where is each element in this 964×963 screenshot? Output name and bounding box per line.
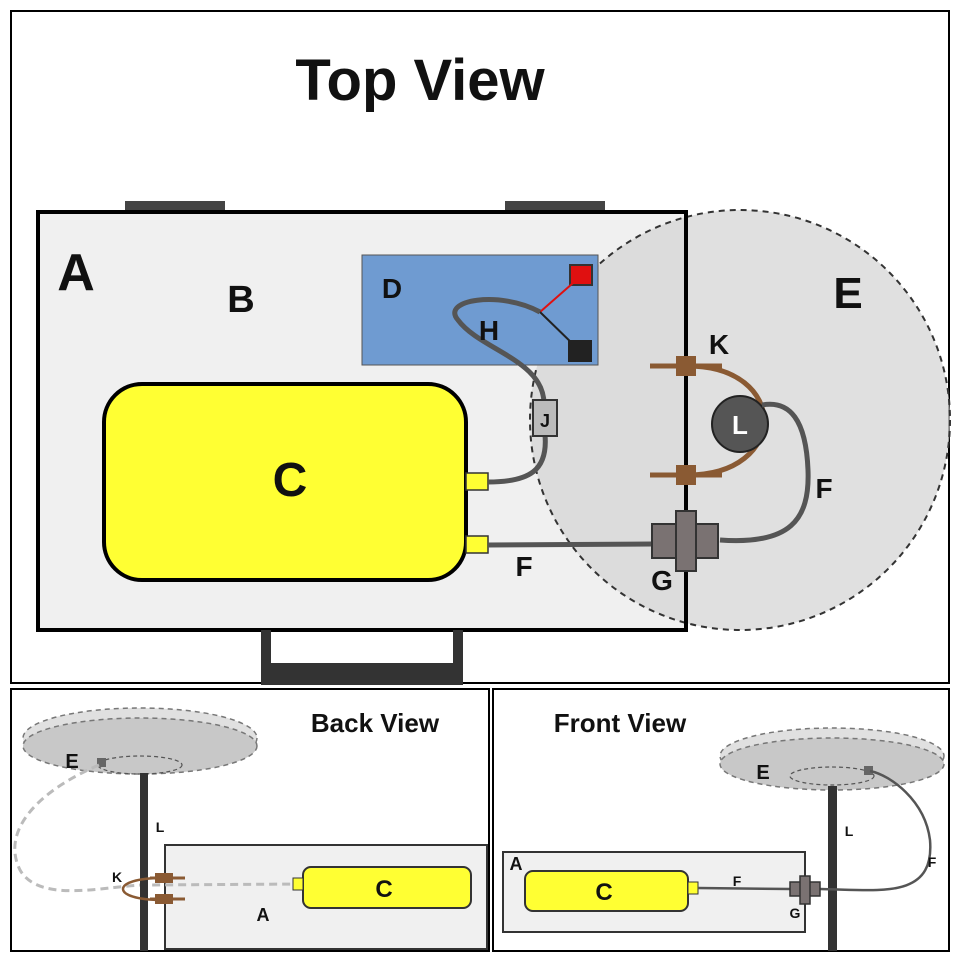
- label-b: B: [227, 279, 254, 321]
- front-fitting-g-flange: [799, 875, 811, 905]
- hose-j-to-c: [487, 434, 548, 485]
- label-d: D: [382, 273, 402, 304]
- label-l: L: [732, 410, 748, 440]
- back-e-disc: [22, 717, 258, 775]
- label-a: A: [57, 244, 95, 302]
- front-pole-l: [828, 786, 837, 951]
- top-view-panel: Top View: [10, 10, 951, 685]
- panel-d: [361, 254, 599, 366]
- front-label-f-left: F: [733, 873, 742, 889]
- front-label-e: E: [756, 762, 769, 784]
- back-k-loop: [121, 876, 163, 902]
- port-upper: [465, 472, 489, 491]
- back-e-fitting: [97, 758, 106, 767]
- back-view-title: Back View: [311, 708, 440, 738]
- case-foot-left: [125, 201, 225, 211]
- case-foot-right: [505, 201, 605, 211]
- front-tank-port: [687, 881, 699, 895]
- label-j: J: [540, 411, 550, 431]
- front-label-f-right: F: [928, 854, 937, 870]
- back-tank-port: [292, 877, 304, 891]
- front-view-panel: Front View A C E L F F G: [492, 688, 950, 952]
- red-wire: [539, 275, 582, 313]
- case-handle-bar: [262, 663, 462, 677]
- fitting-g-flange: [675, 510, 697, 572]
- back-label-c: C: [375, 876, 392, 903]
- front-view-title: Front View: [554, 708, 687, 738]
- front-label-l: L: [845, 823, 854, 839]
- label-c: C: [273, 454, 308, 507]
- hose-h: [452, 297, 547, 406]
- front-hose-f-loop: [819, 769, 932, 892]
- front-e-coil: [789, 766, 875, 786]
- back-label-l: L: [156, 819, 165, 835]
- front-label-a: A: [510, 854, 523, 874]
- label-g: G: [651, 565, 673, 596]
- case-handle: [261, 630, 463, 685]
- back-label-e: E: [65, 751, 78, 773]
- front-hose-f: [697, 886, 791, 891]
- k-clip-bottom: [676, 465, 696, 485]
- back-label-a: A: [257, 905, 270, 925]
- pole-l: [711, 395, 769, 453]
- label-e: E: [833, 269, 862, 318]
- top-view-title: Top View: [295, 48, 545, 113]
- label-f-bottom: F: [515, 551, 532, 582]
- back-view-panel: Back View E L K C A: [10, 688, 490, 952]
- black-wire: [539, 311, 579, 350]
- hose-f-loop: [719, 401, 811, 544]
- back-hose-dashed: [13, 763, 301, 893]
- label-h: H: [479, 315, 499, 346]
- back-pole-l: [140, 773, 148, 951]
- front-e-disc: [719, 737, 945, 791]
- port-lower: [465, 535, 489, 554]
- k-clip-top: [676, 356, 696, 376]
- front-label-c: C: [595, 879, 612, 906]
- label-f-right: F: [815, 473, 832, 504]
- back-label-k: K: [112, 869, 122, 885]
- connector-j: [532, 399, 558, 437]
- label-k: K: [709, 329, 729, 360]
- hose-f-lower: [487, 541, 653, 548]
- front-e-fitting: [864, 766, 873, 775]
- front-label-g: G: [790, 905, 801, 921]
